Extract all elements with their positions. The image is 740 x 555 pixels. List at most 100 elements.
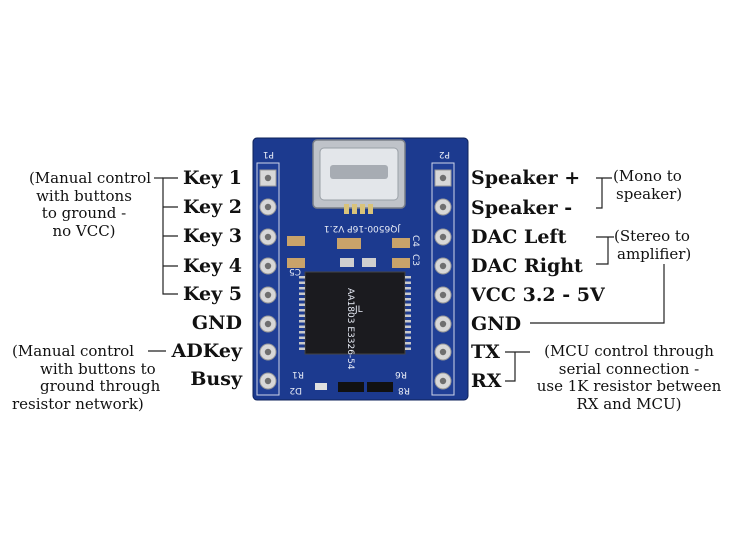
chip-leg [299,276,305,279]
chip-leg [405,287,411,290]
bracket-dac [596,236,614,265]
usb-connector [312,139,406,214]
chip-leg [405,320,411,323]
note-line: RX and MCU) [576,394,682,413]
pad-hole [439,233,447,241]
chip-leg [299,320,305,323]
pin-speaker-minus: Speaker - [471,197,573,219]
chip-leg [299,342,305,345]
pad-hole [439,348,447,356]
chip-leg [405,347,411,350]
note-line: with buttons [36,186,132,205]
note-line: amplifier) [617,244,692,263]
pad-hole [439,203,447,211]
note-line: (Stereo to [614,227,690,245]
note-line: to ground - [41,204,127,222]
pin-key-1: Key 1 [182,167,242,189]
chip-leg [405,292,411,295]
chip-leg [299,281,305,284]
silk-r6: R6 [395,369,407,379]
pin-speaker-plus: Speaker + [471,167,581,189]
chip-leg [299,309,305,312]
chip-leg [299,298,305,301]
right-header [431,162,455,396]
chip-leg [299,347,305,350]
pin-gnd-right: GND [471,313,522,335]
line-gnd-amplifier [530,264,665,324]
chip-leg [299,331,305,334]
silk-chip: AA1803 E3326-54 [345,288,355,370]
silk-r8: R8 [398,385,410,395]
note-line: (Manual control [28,169,152,187]
pad-hole [439,262,447,270]
capacitors [287,236,410,268]
pad-hole [264,174,272,182]
pad-hole [264,320,272,328]
chip-leg [405,281,411,284]
note-manual-resistor: (Manual control with buttons to ground t… [12,342,161,413]
note-manual-buttons: (Manual control with buttons to ground -… [20,169,160,240]
pad-hole [264,262,272,270]
chip-leg [405,331,411,334]
pad-hole [264,233,272,241]
pad-hole [264,377,272,385]
pin-tx: TX [471,341,500,363]
note-line: (Mono to [613,167,682,185]
pad-hole [264,291,272,299]
note-line: speaker) [616,184,683,203]
silk-r1: R1 [292,369,304,379]
pin-key-5: Key 5 [182,283,242,305]
note-line: (Manual control [12,342,135,360]
pin-key-4: Key 4 [182,255,242,277]
chip-leg [299,287,305,290]
note-line: (MCU control through [544,342,714,360]
pin-key-2: Key 2 [182,196,242,218]
silk-p1: P1 [263,149,274,159]
chip-leg [299,325,305,328]
note-line: use 1K resistor between [536,377,722,395]
silk-d2: D2 [289,385,302,395]
bracket-speaker [596,177,612,209]
chip-leg [405,342,411,345]
chip-leg [299,303,305,306]
silk-model: JQ6500-16P V2.1 [324,223,401,233]
chip-leg [405,276,411,279]
pad-hole [264,348,272,356]
pad-hole [439,377,447,385]
pin-dac-left: DAC Left [471,226,567,248]
silk-p2: P2 [439,149,450,159]
chip-leg [405,336,411,339]
silk-c5: C5 [289,266,301,276]
small-components [315,382,393,392]
note-line: no VCC) [52,221,116,240]
chip-leg [299,336,305,339]
main-chip [299,271,411,355]
chip-leg [405,309,411,312]
chip-leg [405,298,411,301]
silk-c3: C3 [410,254,420,266]
note-line: ground through [40,377,161,395]
silk-c4: C4 [410,235,420,247]
pad-hole [439,291,447,299]
note-line: serial connection - [558,359,700,378]
pin-busy: Busy [190,368,242,390]
pin-vcc: VCC 3.2 - 5V [471,284,605,306]
note-mono: (Mono to speaker) [613,167,683,203]
left-header [256,162,280,396]
pad-hole [439,320,447,328]
pad-hole [439,174,447,182]
chip-leg [405,303,411,306]
pin-key-3: Key 3 [182,225,242,247]
note-mcu: (MCU control through serial connection -… [529,342,729,413]
chip-leg [405,325,411,328]
chip-leg [299,292,305,295]
note-line: resistor network) [12,394,144,413]
chip-mark: JL [354,305,363,315]
chip-leg [405,314,411,317]
connector-lines [148,177,665,382]
pin-rx: RX [471,370,502,392]
bracket-txrx [505,351,530,382]
note-line: with buttons to [40,359,156,378]
